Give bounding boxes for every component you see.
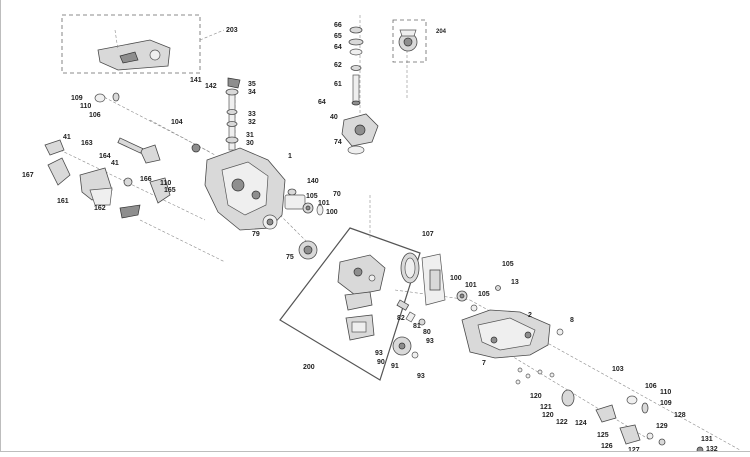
callout-203: 203	[226, 27, 238, 34]
callout-120: 120	[542, 412, 554, 419]
assembly-204-box	[392, 19, 427, 63]
callout-120: 120	[530, 393, 542, 400]
callout-93: 93	[417, 373, 425, 380]
callout-34: 34	[248, 89, 256, 96]
callout-124: 124	[575, 420, 587, 427]
explode-lines	[59, 15, 741, 451]
callout-61: 61	[334, 81, 342, 88]
callout-125: 125	[597, 432, 609, 439]
callout-140: 140	[307, 178, 319, 185]
callout-110: 110	[660, 389, 671, 396]
callout-105: 105	[306, 193, 318, 200]
callout-100: 100	[450, 275, 462, 282]
callout-62: 62	[334, 62, 342, 69]
lower-right-parts-120-132	[561, 389, 704, 454]
assembly-200-frame	[279, 227, 421, 381]
callout-101: 101	[318, 200, 330, 207]
callout-13: 13	[511, 279, 519, 286]
bevel-gear-part-40	[341, 113, 379, 155]
ring-gear-part-107	[400, 252, 420, 284]
callout-91: 91	[391, 363, 399, 370]
linkage-group-161-167	[44, 137, 201, 219]
valve-body-group	[337, 254, 386, 341]
gear-part-75	[298, 240, 318, 260]
callout-79: 79	[252, 231, 260, 238]
callout-35: 35	[248, 81, 256, 88]
washer-stack-103	[515, 367, 555, 385]
center-parts-100-140	[284, 188, 324, 216]
callout-105: 105	[478, 291, 490, 298]
callout-166: 166	[140, 176, 152, 183]
callout-65: 65	[334, 33, 342, 40]
callout-161: 161	[57, 198, 69, 205]
callout-122: 122	[556, 419, 568, 426]
callout-129: 129	[656, 423, 668, 430]
callout-40: 40	[330, 114, 338, 121]
callout-1: 1	[288, 153, 292, 160]
callout-132: 132	[706, 446, 718, 452]
callout-7: 7	[482, 360, 486, 367]
callout-131: 131	[701, 436, 713, 443]
callout-106: 106	[89, 112, 101, 119]
callout-105: 105	[502, 261, 514, 268]
callout-93: 93	[375, 350, 383, 357]
callout-128: 128	[674, 412, 686, 419]
callout-110: 110	[80, 103, 91, 110]
callout-167: 167	[22, 172, 34, 179]
callout-200: 200	[303, 364, 315, 371]
callout-204: 204	[436, 29, 447, 35]
cover-part-203	[97, 29, 171, 71]
callout-8: 8	[570, 317, 574, 324]
callout-165: 165	[164, 187, 176, 194]
callout-66: 66	[334, 22, 342, 29]
callout-41: 41	[111, 160, 119, 167]
callout-32: 32	[248, 119, 256, 126]
callout-126: 126	[601, 443, 613, 450]
bushing-group-106-110	[94, 92, 120, 103]
callout-31: 31	[246, 132, 254, 139]
housing-part-2	[461, 309, 564, 359]
callout-103: 103	[612, 366, 624, 373]
callout-70: 70	[333, 191, 341, 198]
gear-part-91	[392, 336, 419, 359]
callout-109: 109	[660, 400, 672, 407]
callout-121: 121	[540, 404, 552, 411]
callout-64: 64	[334, 44, 342, 51]
callout-163: 163	[81, 140, 93, 147]
callout-75: 75	[286, 254, 294, 261]
callout-164: 164	[99, 153, 111, 160]
callout-127: 127	[628, 447, 640, 452]
center-right-cluster	[421, 253, 501, 312]
callout-101: 101	[465, 282, 477, 289]
callout-142: 142	[205, 83, 217, 90]
callout-82: 82	[397, 315, 405, 322]
gear-part-204	[398, 29, 418, 52]
shaft-stack-30-35	[225, 77, 241, 151]
shaft-stack-61-66	[348, 26, 364, 106]
callout-80: 80	[423, 329, 431, 336]
small-parts-80-82	[396, 299, 426, 326]
callout-64: 64	[318, 99, 326, 106]
callout-141: 141	[190, 77, 202, 84]
callout-90: 90	[377, 359, 385, 366]
callout-labels: 203 141 142 35 34 109 110 106 104 33 32 …	[22, 22, 718, 454]
callout-162: 162	[94, 205, 106, 212]
callout-33: 33	[248, 111, 256, 118]
callout-109: 109	[71, 95, 83, 102]
callout-30: 30	[246, 140, 254, 147]
callout-107: 107	[422, 231, 434, 238]
callout-93: 93	[426, 338, 434, 345]
housing-part-1	[204, 147, 286, 231]
callout-41: 41	[63, 134, 71, 141]
callout-100: 100	[326, 209, 338, 216]
callout-104: 104	[171, 119, 183, 126]
callout-81: 81	[413, 323, 421, 330]
callout-106: 106	[645, 383, 657, 390]
callout-2: 2	[528, 312, 532, 319]
callout-74: 74	[334, 139, 342, 146]
callout-110: 110	[160, 180, 171, 187]
